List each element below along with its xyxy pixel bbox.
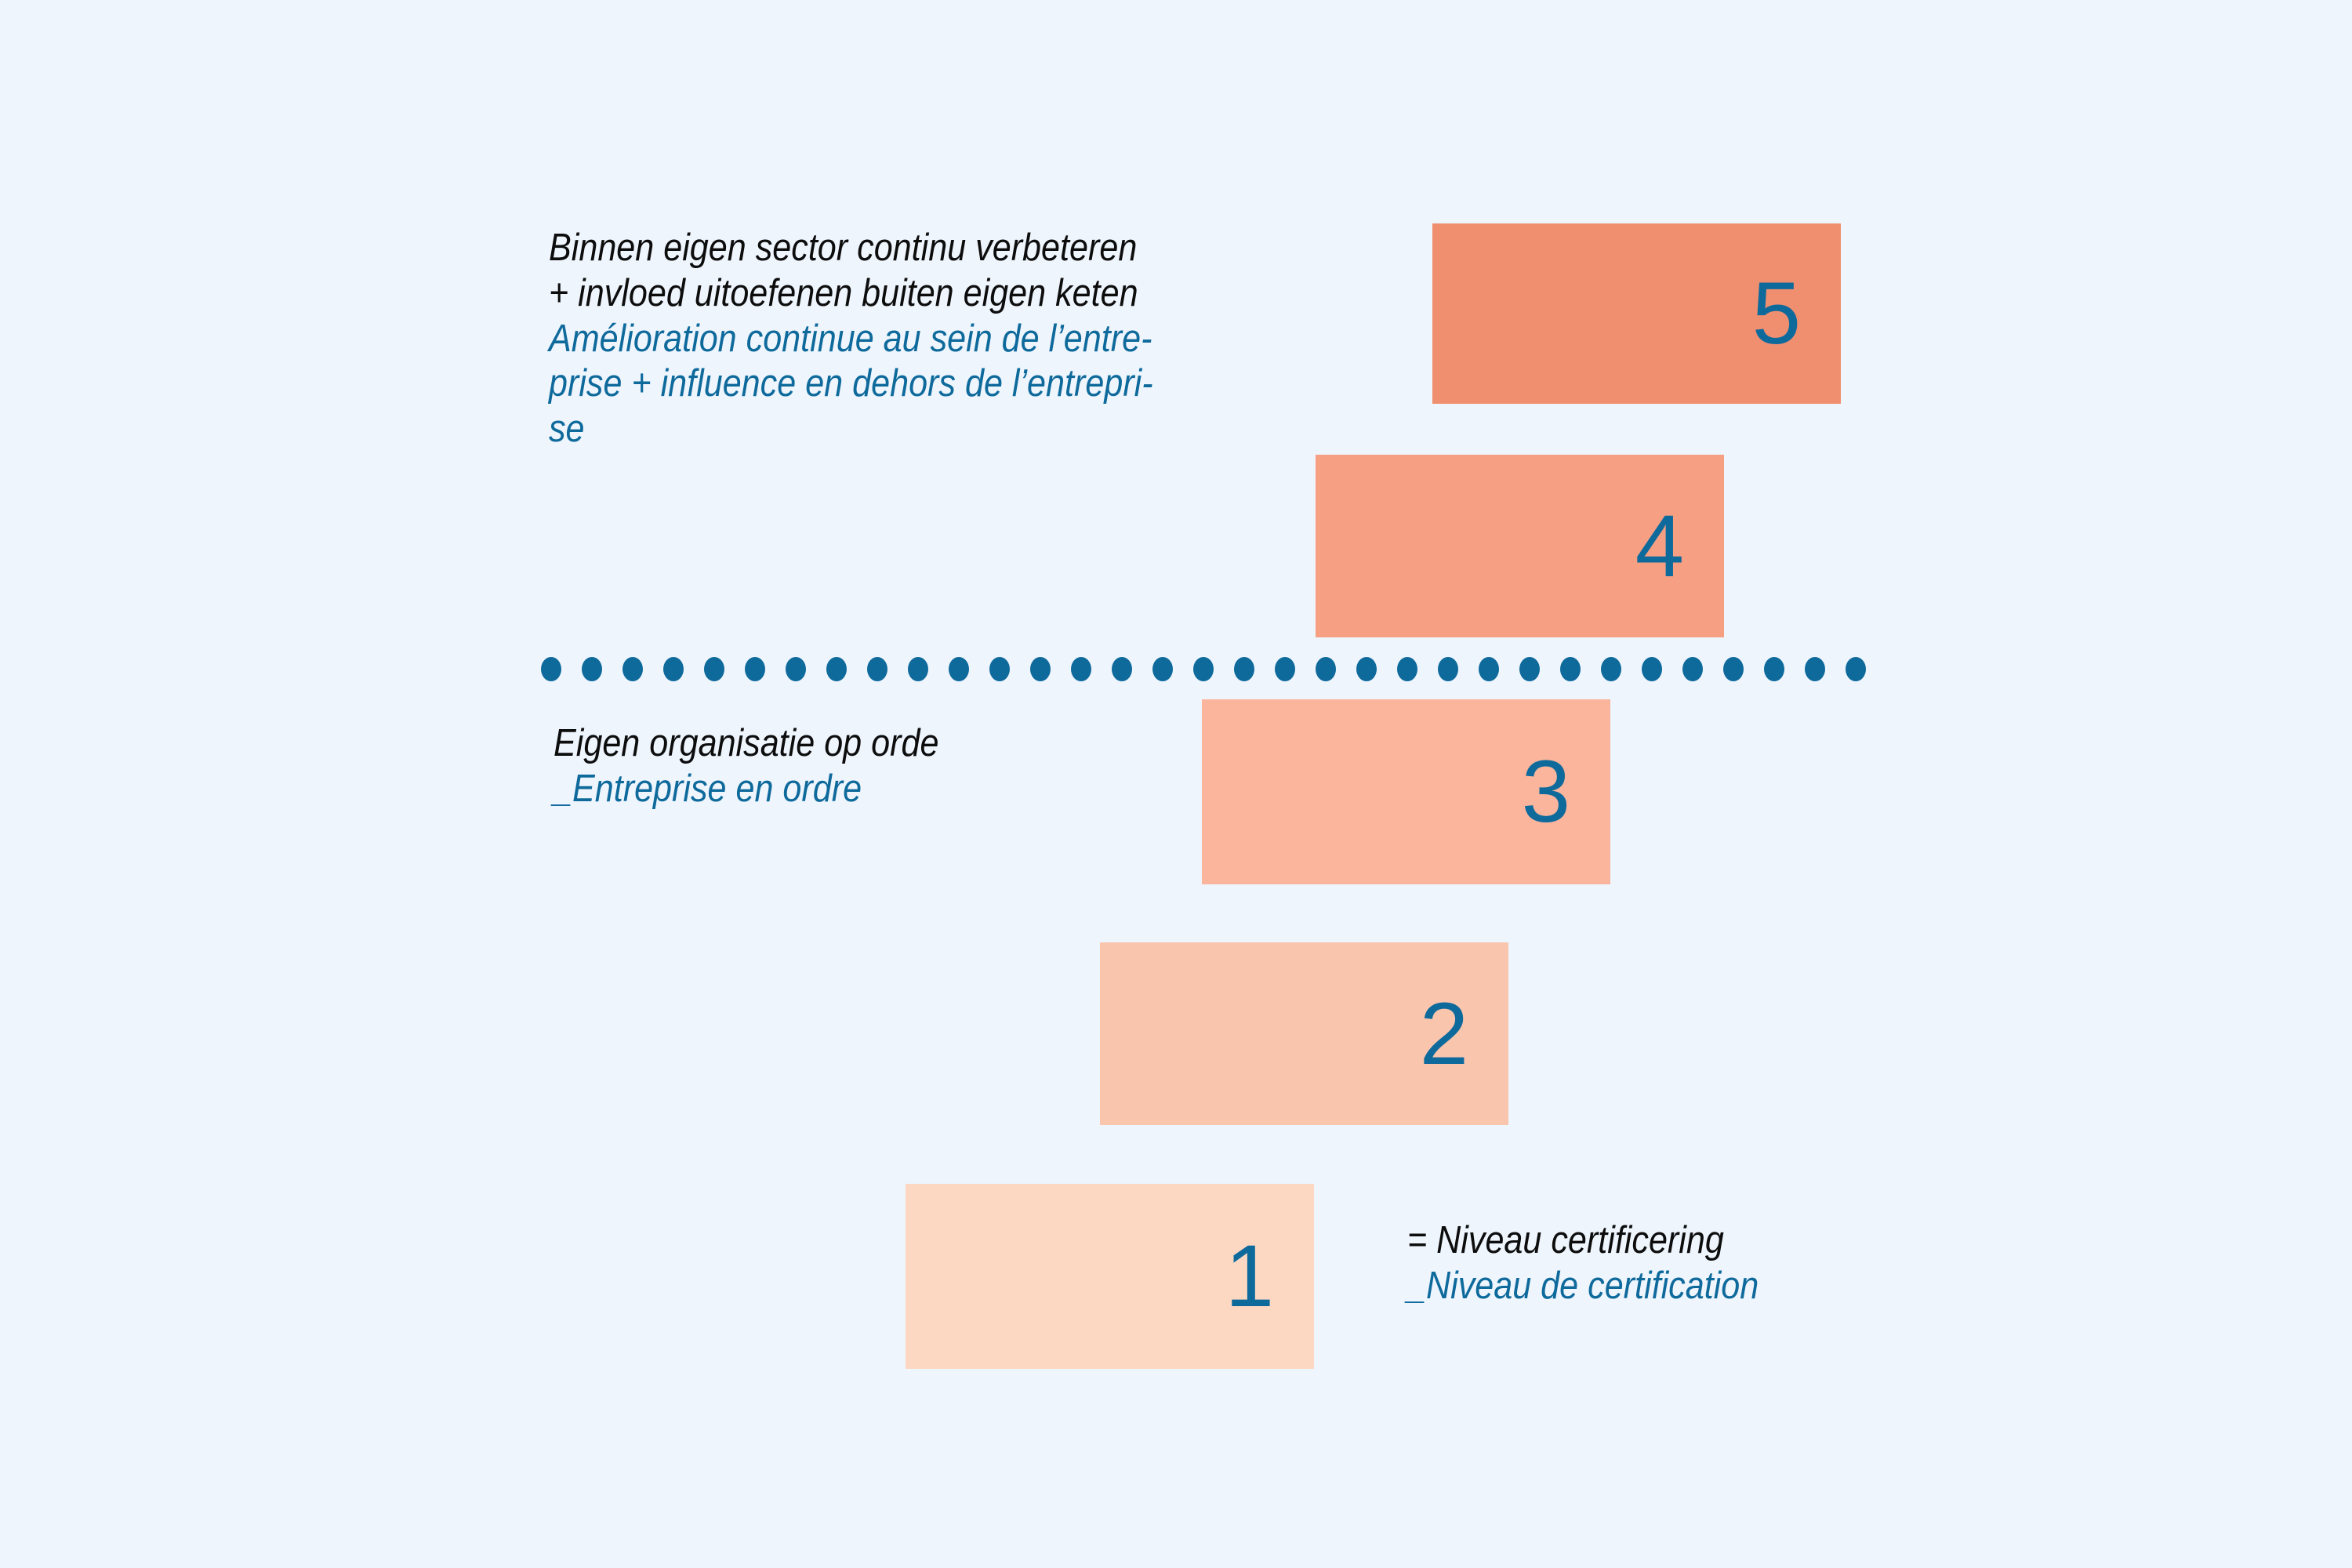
divider-dot	[1642, 656, 1662, 681]
level-bar-4-label: 4	[1635, 496, 1684, 595]
divider-dot	[1519, 656, 1540, 681]
divider-dot	[1030, 656, 1051, 681]
divider-dot	[582, 656, 602, 681]
upper-tier-fr-line-2: prise + influence en dehors de l’entrepr…	[549, 362, 1153, 405]
upper-tier-description: Binnen eigen sector continu verbeteren +…	[549, 226, 1341, 452]
divider-dot	[1316, 656, 1336, 681]
certification-legend-nl: = Niveau certificering	[1407, 1219, 1724, 1261]
lower-tier-nl-line-1: Eigen organisatie op orde	[554, 722, 939, 764]
divider-dot	[1193, 656, 1214, 681]
divider-dot	[745, 656, 765, 681]
divider-dot	[1275, 656, 1295, 681]
divider-dot	[1234, 656, 1254, 681]
lower-tier-fr-line-1: _Entreprise en ordre	[554, 767, 862, 810]
divider-dot	[949, 656, 969, 681]
divider-dot	[1682, 656, 1703, 681]
level-bar-1[interactable]: 1	[906, 1184, 1314, 1369]
divider-dot	[1764, 656, 1784, 681]
dotted-divider	[541, 655, 1866, 682]
certification-legend: = Niveau certificering _Niveau de certif…	[1407, 1218, 2019, 1309]
level-bar-2-label: 2	[1419, 984, 1468, 1083]
upper-tier-fr-line-1: Amélioration continue au sein de l’entre…	[549, 317, 1152, 360]
divider-dot	[1479, 656, 1499, 681]
divider-dot	[786, 656, 806, 681]
level-bar-2[interactable]: 2	[1100, 942, 1508, 1125]
divider-dot	[1438, 656, 1458, 681]
divider-dot	[704, 656, 724, 681]
divider-dot	[867, 656, 887, 681]
divider-dot	[1601, 656, 1621, 681]
level-bar-3[interactable]: 3	[1202, 699, 1610, 884]
level-bar-5-label: 5	[1751, 264, 1801, 362]
divider-dot	[1397, 656, 1417, 681]
level-bar-5[interactable]: 5	[1432, 223, 1841, 404]
divider-dot	[1071, 656, 1091, 681]
divider-dot	[1356, 656, 1377, 681]
level-bar-3-label: 3	[1521, 742, 1570, 840]
divider-dot	[622, 656, 643, 681]
divider-dot	[1805, 656, 1825, 681]
divider-dot	[826, 656, 847, 681]
certification-legend-fr: _Niveau de certification	[1407, 1264, 1759, 1307]
divider-dot	[1723, 656, 1744, 681]
divider-dot	[1112, 656, 1132, 681]
level-bar-4[interactable]: 4	[1316, 455, 1724, 637]
divider-dot	[663, 656, 684, 681]
upper-tier-nl-line-2: + invloed uitoefenen buiten eigen keten	[549, 271, 1138, 314]
divider-dot	[1560, 656, 1581, 681]
level-bar-1-label: 1	[1225, 1227, 1274, 1325]
divider-dot	[989, 656, 1010, 681]
upper-tier-nl-line-1: Binnen eigen sector continu verbeteren	[549, 227, 1138, 269]
divider-dot	[1846, 656, 1866, 681]
upper-tier-fr-line-3: se	[549, 408, 585, 451]
divider-dot	[1152, 656, 1173, 681]
divider-dot	[908, 656, 928, 681]
lower-tier-description: Eigen organisatie op orde _Entreprise en…	[554, 721, 1259, 812]
divider-dot	[541, 656, 561, 681]
